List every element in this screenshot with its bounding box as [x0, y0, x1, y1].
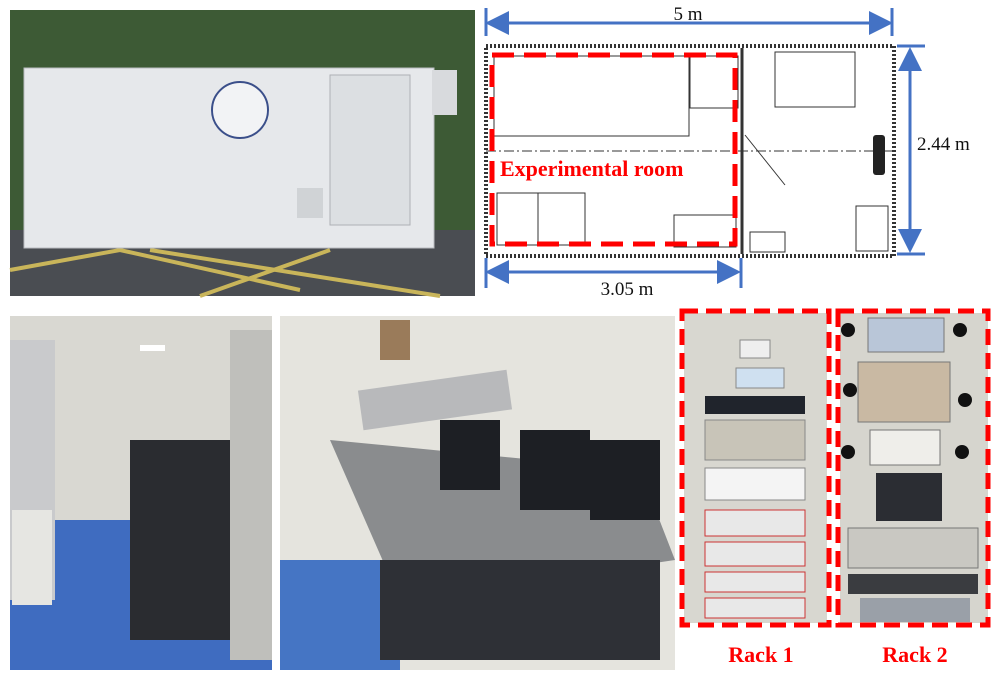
rack-1-label: Rack 1 — [728, 642, 793, 667]
rack-1-photo — [679, 308, 832, 628]
length-label: 5 m — [673, 4, 702, 25]
container-exterior-photo — [9, 10, 475, 298]
experimental-room-highlight — [489, 52, 738, 247]
experimental-room-label: Experimental room — [500, 156, 684, 181]
optical-setup-photo — [280, 316, 675, 670]
room-interior-photo — [10, 316, 272, 670]
room-length-label: 3.05 m — [601, 279, 654, 300]
rack-2-photo — [835, 308, 991, 628]
floor-plan — [484, 44, 896, 258]
rack-2-label: Rack 2 — [882, 642, 947, 667]
width-label: 2.44 m — [917, 134, 970, 155]
